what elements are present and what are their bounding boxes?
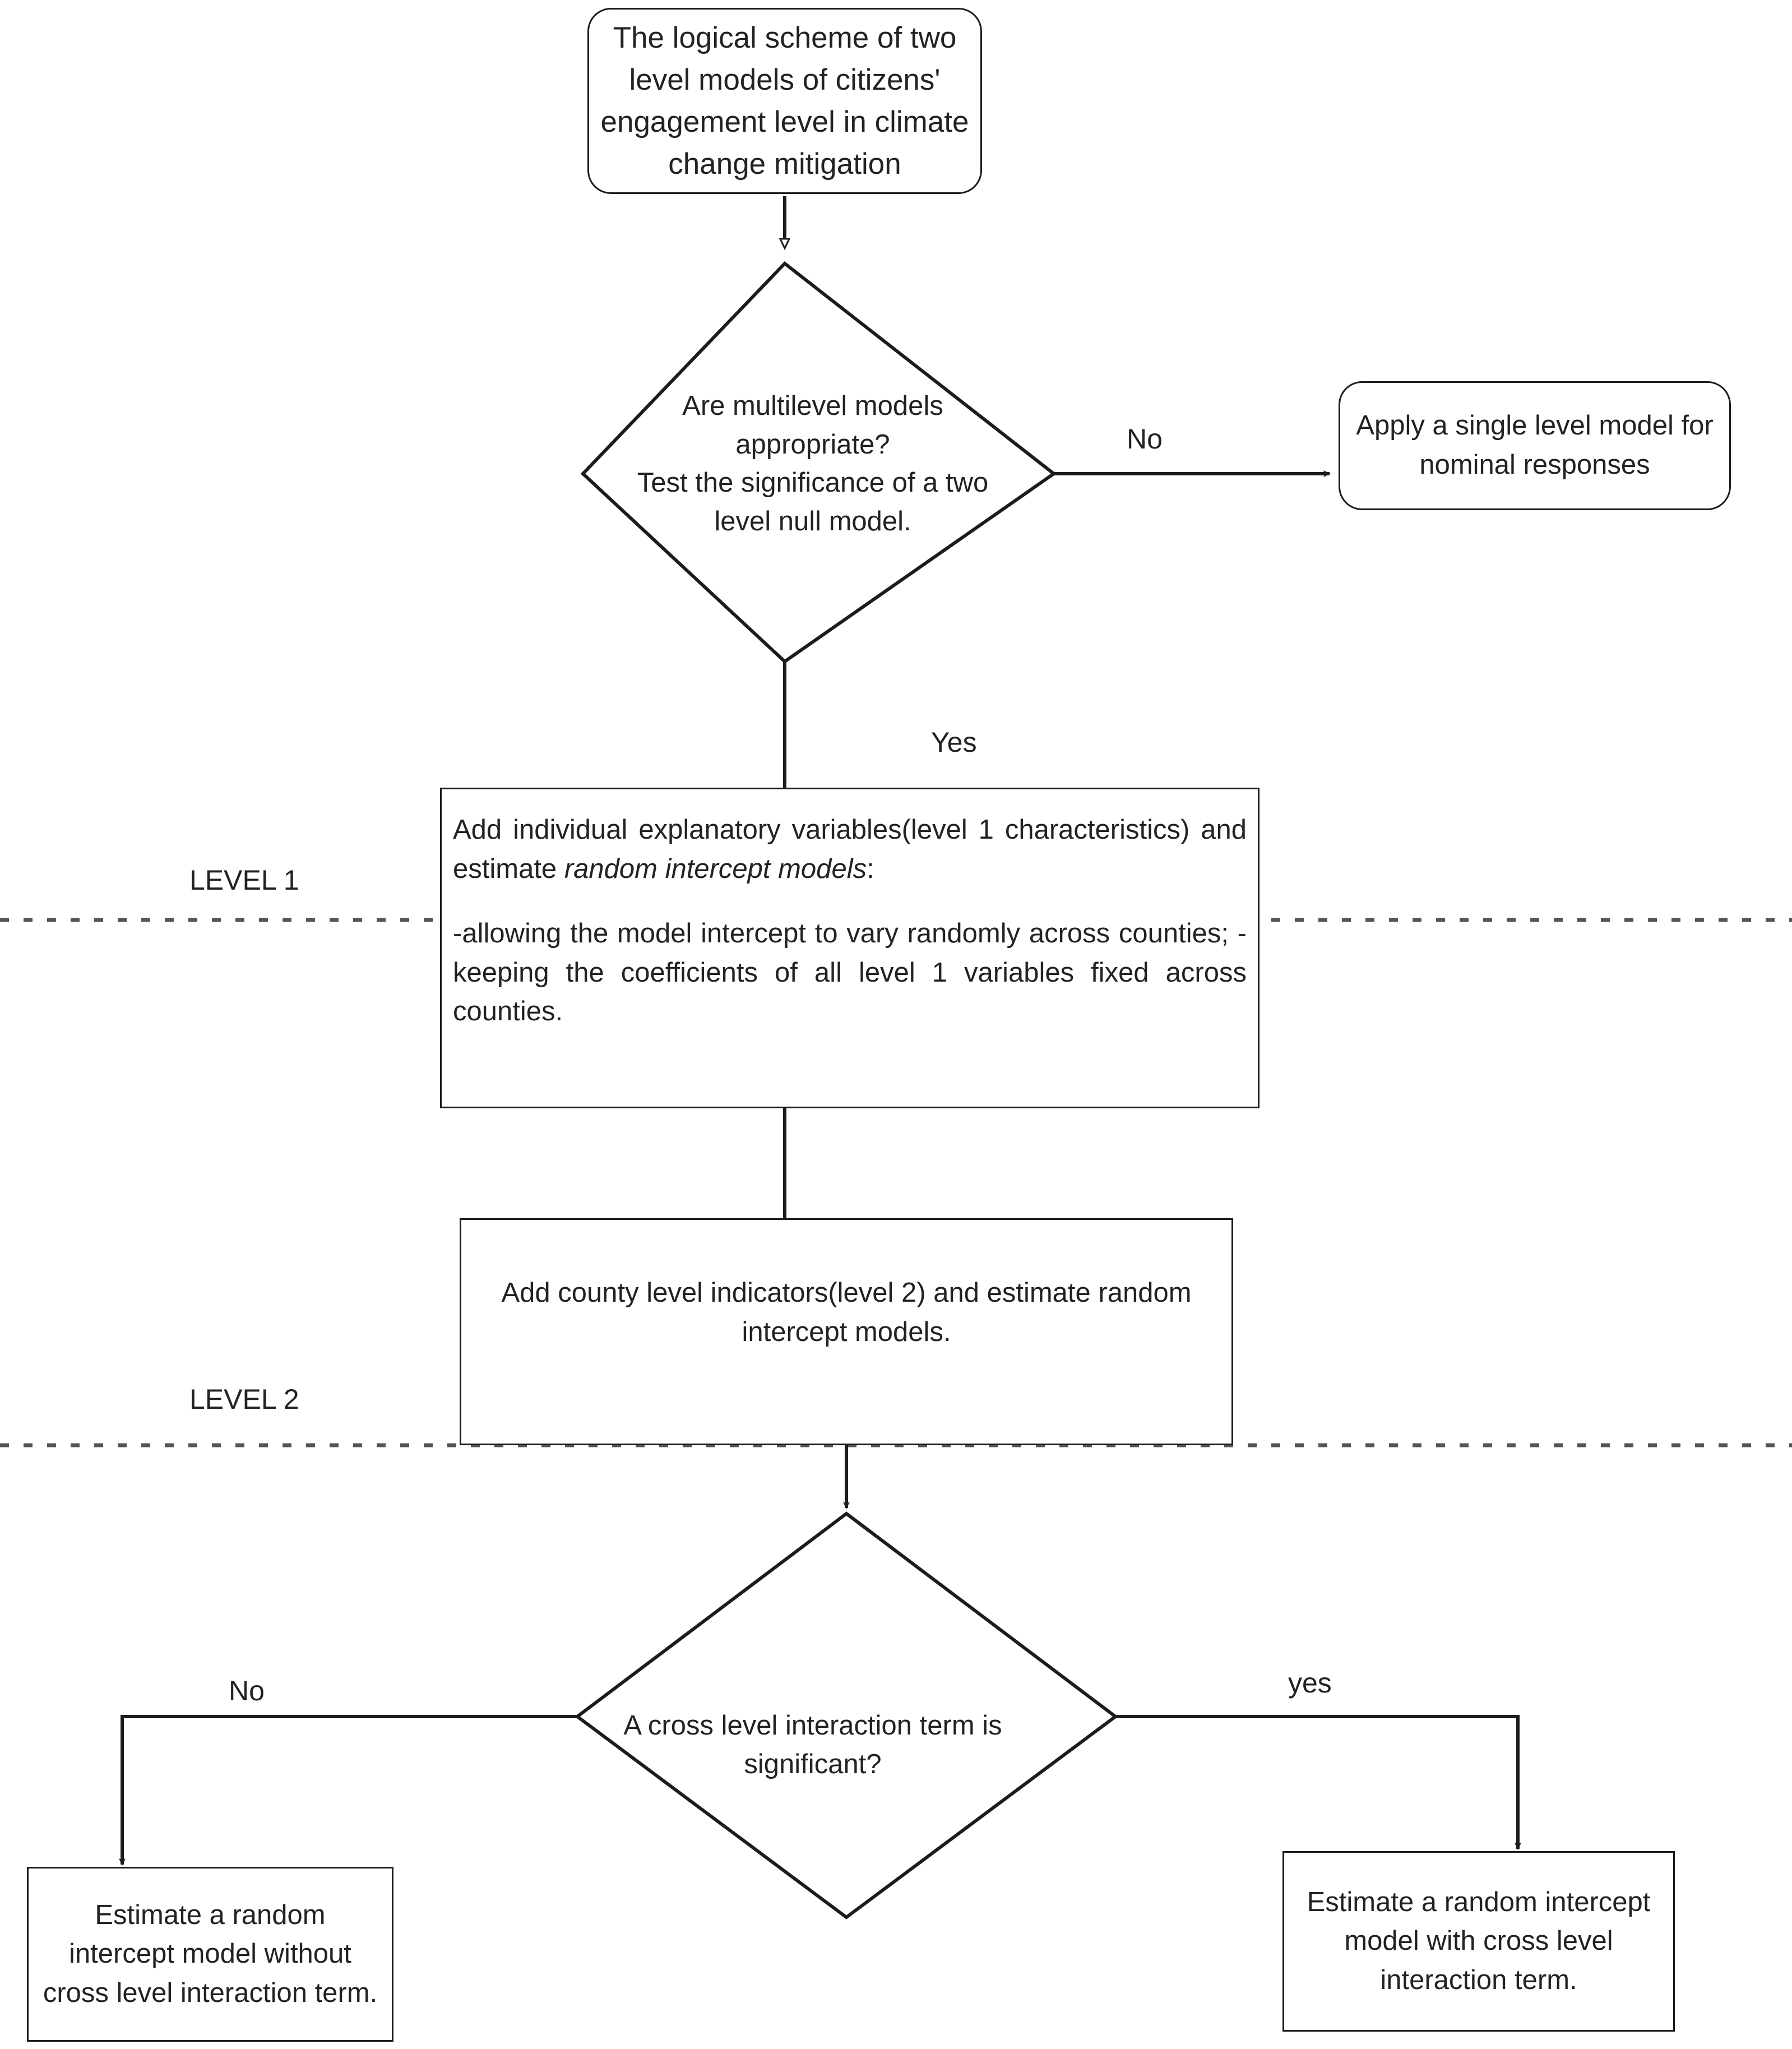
decision1-line4: level null model. <box>714 506 911 536</box>
level-1-part1-before: Add individual explanatory variables(lev… <box>453 815 1247 884</box>
connector-decision2-no <box>119 1715 577 1866</box>
edge-label-no-top: No <box>1127 423 1163 455</box>
estimate-with-interaction-text: Estimate a random intercept model with c… <box>1307 1886 1651 1995</box>
decision2-label-group: A cross level interaction term is signif… <box>516 1706 1110 1783</box>
decision2-line1: A cross level interaction term is <box>623 1710 1002 1741</box>
estimate-without-interaction-text: Estimate a random intercept model withou… <box>43 1899 378 2008</box>
estimate-with-interaction-box: Estimate a random intercept model with c… <box>1282 1851 1675 2032</box>
estimate-without-interaction-box: Estimate a random intercept model withou… <box>27 1867 393 2042</box>
title-text: The logical scheme of two level models o… <box>600 21 969 181</box>
single-level-model-box: Apply a single level model for nominal r… <box>1339 381 1731 510</box>
title-terminator-box: The logical scheme of two level models o… <box>587 8 982 194</box>
level-1-part1-italic: random intercept models <box>564 853 867 884</box>
single-level-model-text: Apply a single level model for nominal r… <box>1356 410 1714 480</box>
decision1-line2: appropriate? <box>735 429 890 460</box>
level-1-paragraph-gap <box>453 889 1247 914</box>
level-1-part1-after: : <box>867 853 874 884</box>
edge-label-yes-middle: Yes <box>931 727 977 758</box>
decision1-line1: Are multilevel models <box>682 391 943 421</box>
level-1-part2: -allowing the model intercept to vary ra… <box>453 918 1247 1027</box>
level-2-process-box: Add county level indicators(level 2) and… <box>460 1218 1233 1445</box>
level-1-process-text: Add individual explanatory variables(lev… <box>442 789 1258 1032</box>
decision1-label-group: Are multilevel models appropriate? Test … <box>572 387 1054 540</box>
edge-label-no-bottom: No <box>229 1675 265 1706</box>
level-1-lane-label: LEVEL 1 <box>189 864 299 896</box>
level-1-process-box: Add individual explanatory variables(lev… <box>440 788 1260 1108</box>
level-2-lane-label: LEVEL 2 <box>189 1384 299 1415</box>
level-2-process-text: Add county level indicators(level 2) and… <box>501 1277 1192 1347</box>
edge-label-yes-bottom: yes <box>1288 1667 1332 1699</box>
decision1-line3: Test the significance of a two <box>637 468 989 498</box>
connector-decision2-yes <box>1115 1715 1521 1850</box>
decision2-line2: significant? <box>744 1749 882 1779</box>
